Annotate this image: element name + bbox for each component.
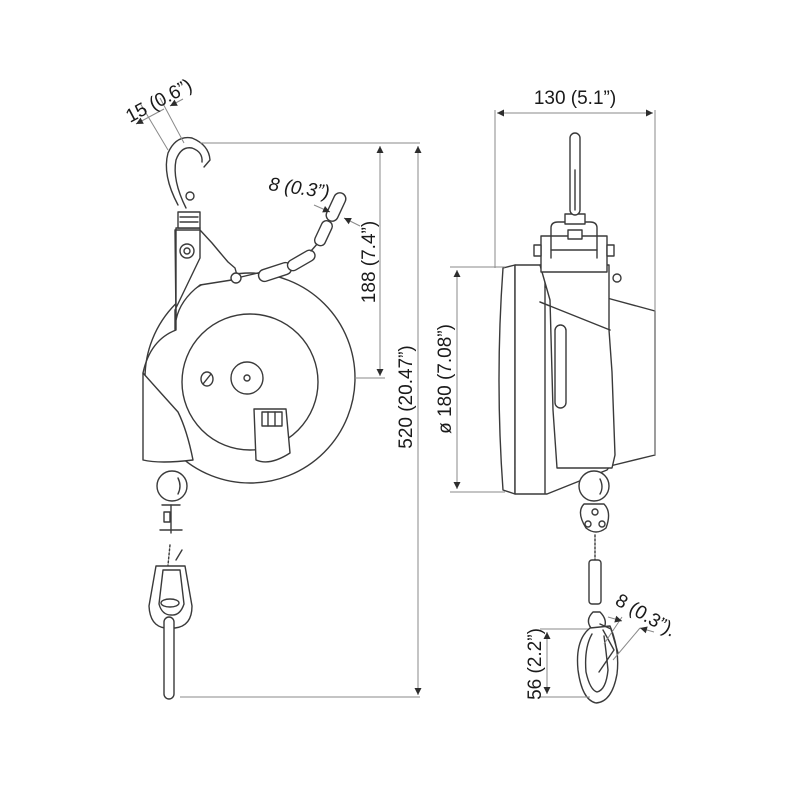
label-bottom-hook-length: 56 (2.2”) bbox=[525, 628, 546, 700]
screw-icon bbox=[200, 371, 214, 387]
chain-icon bbox=[230, 192, 347, 284]
ball-stop-side-icon bbox=[578, 470, 610, 502]
label-housing-diameter: ø 180 (7.08”) bbox=[435, 324, 456, 434]
front-view bbox=[142, 136, 356, 700]
snap-hook-icon bbox=[576, 611, 619, 704]
side-view bbox=[498, 132, 656, 704]
label-chain-drop: 188 (7.4”) bbox=[359, 221, 380, 303]
bottom-swivel-hook-icon bbox=[148, 565, 193, 700]
ball-stop-icon bbox=[156, 470, 188, 502]
housing-rim bbox=[498, 264, 516, 495]
label-chain-thickness: 8 (0.3”) bbox=[267, 174, 331, 203]
label-bottom-hook-opening: 8 (0.3”). bbox=[612, 590, 680, 641]
side-dimensions bbox=[450, 109, 656, 698]
front-dimensions bbox=[135, 97, 422, 698]
body-leg bbox=[142, 372, 194, 463]
tension-tab bbox=[253, 408, 291, 463]
label-housing-width: 130 (5.1”) bbox=[534, 88, 616, 109]
side-slot bbox=[554, 324, 567, 409]
top-hook-icon bbox=[165, 136, 211, 209]
label-top-hook-opening: 15 (0.6”) bbox=[122, 75, 195, 127]
label-overall-length: 520 (20.47”) bbox=[396, 345, 417, 449]
rivet-icon bbox=[179, 243, 195, 259]
